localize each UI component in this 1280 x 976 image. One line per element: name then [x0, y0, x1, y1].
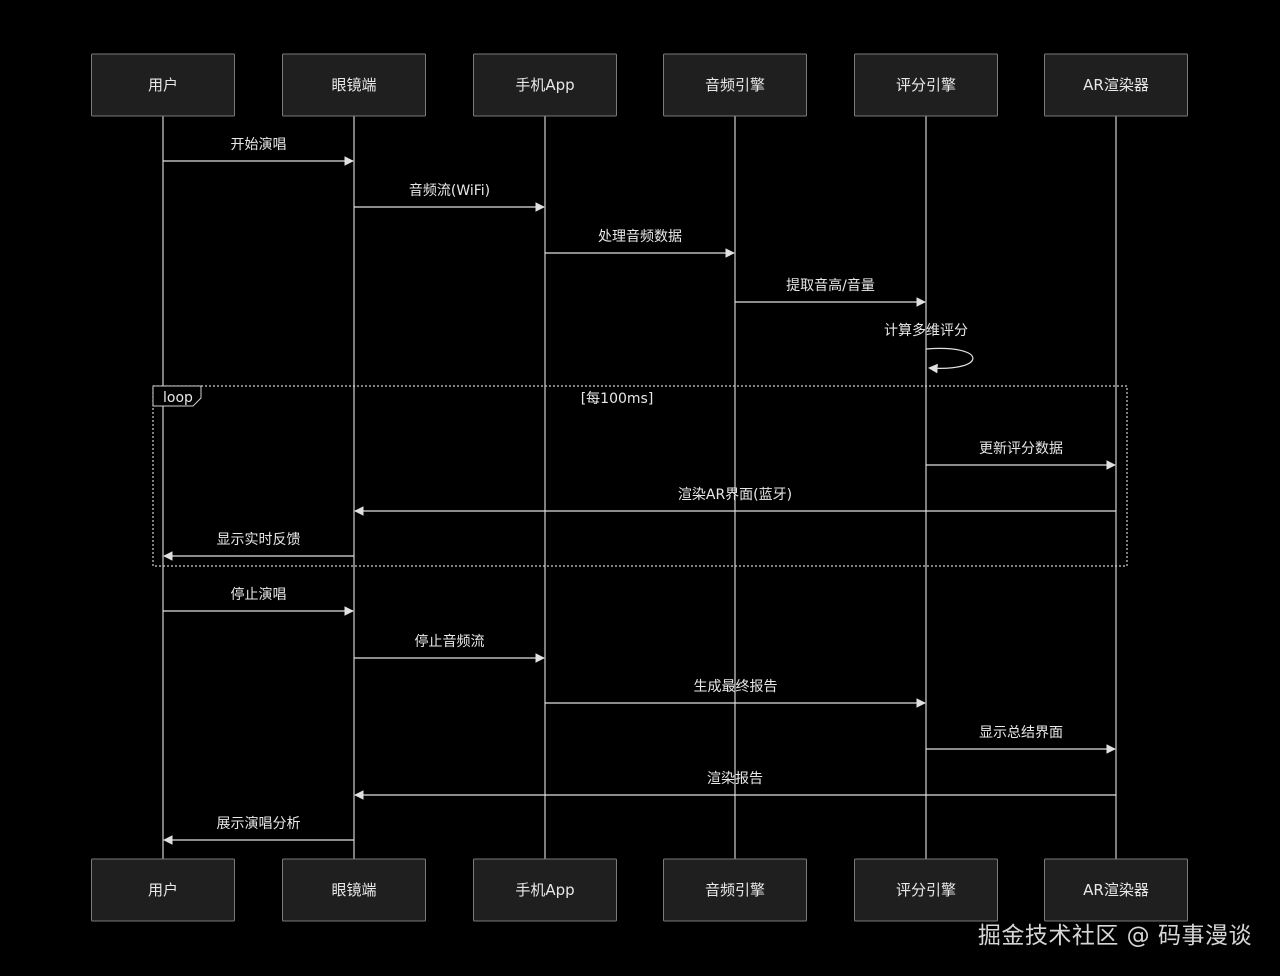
- actor-box-top-0: 用户: [91, 53, 235, 117]
- message-label: 音频流(WiFi): [409, 182, 490, 199]
- message-12: 渲染报告: [354, 771, 1116, 800]
- message-4: 计算多维评分: [884, 322, 974, 374]
- message-label: 显示实时反馈: [217, 532, 301, 548]
- actor-label: 手机App: [515, 881, 574, 899]
- message-11: 显示总结界面: [926, 725, 1116, 754]
- message-8: 停止演唱: [163, 586, 354, 616]
- loop-frame: [152, 385, 1128, 567]
- actor-label: 音频引擎: [705, 881, 765, 899]
- message-label: 提取音高/音量: [786, 277, 875, 294]
- message-label: 展示演唱分析: [217, 816, 301, 832]
- message-label: 生成最终报告: [694, 679, 778, 695]
- actor-box-rect: [854, 858, 998, 922]
- message-13: 展示演唱分析: [163, 816, 354, 845]
- message-label: 更新评分数据: [979, 441, 1063, 457]
- message-6: 渲染AR界面(蓝牙): [354, 487, 1116, 516]
- actor-box-rect: [473, 53, 617, 117]
- message-label: 开始演唱: [231, 137, 287, 153]
- message-label: 显示总结界面: [979, 725, 1063, 741]
- message-label: 停止音频流: [415, 633, 485, 650]
- message-7: 显示实时反馈: [163, 532, 354, 561]
- watermark: 掘金技术社区 @ 码事漫谈: [977, 923, 1252, 949]
- actor-box-rect: [91, 858, 235, 922]
- message-0: 开始演唱: [163, 137, 354, 166]
- actor-box-top-1: 眼镜端: [282, 53, 426, 117]
- actor-box-bottom-4: 评分引擎: [854, 858, 998, 922]
- actor-label: 眼镜端: [331, 76, 376, 94]
- actor-label: 评分引擎: [896, 881, 956, 899]
- message-1: 音频流(WiFi): [354, 182, 545, 212]
- actor-box-bottom-3: 音频引擎: [663, 858, 807, 922]
- actor-label: 用户: [148, 881, 178, 899]
- actor-box-rect: [91, 53, 235, 117]
- message-5: 更新评分数据: [926, 441, 1116, 470]
- actor-box-rect: [282, 53, 426, 117]
- message-label: 停止演唱: [231, 586, 287, 603]
- actor-label: AR渲染器: [1083, 76, 1149, 94]
- actor-box-top-4: 评分引擎: [854, 53, 998, 117]
- actor-box-bottom-2: 手机App: [473, 858, 617, 922]
- loop-tag-label: loop: [163, 390, 193, 406]
- actor-box-bottom-1: 眼镜端: [282, 858, 426, 922]
- message-label: 渲染报告: [707, 771, 763, 787]
- actor-label: 用户: [148, 76, 178, 94]
- actor-label: 评分引擎: [896, 76, 956, 94]
- actor-box-rect: [1044, 53, 1188, 117]
- actor-box-bottom-0: 用户: [91, 858, 235, 922]
- self-message-arrow: [925, 347, 974, 374]
- actor-box-rect: [282, 858, 426, 922]
- actor-label: 音频引擎: [705, 76, 765, 94]
- actor-box-rect: [854, 53, 998, 117]
- actor-box-rect: [1044, 858, 1188, 922]
- message-label: 处理音频数据: [598, 228, 682, 245]
- message-label: 计算多维评分: [884, 322, 968, 339]
- actor-box-rect: [663, 858, 807, 922]
- actor-label: 手机App: [515, 76, 574, 94]
- message-label: 渲染AR界面(蓝牙): [678, 487, 792, 503]
- actor-box-rect: [473, 858, 617, 922]
- actor-label: 眼镜端: [331, 881, 376, 899]
- loop-tag-box: [152, 385, 202, 407]
- message-2: 处理音频数据: [545, 228, 735, 258]
- message-10: 生成最终报告: [545, 679, 926, 708]
- actor-box-top-3: 音频引擎: [663, 53, 807, 117]
- actor-box-rect: [663, 53, 807, 117]
- message-3: 提取音高/音量: [735, 277, 926, 307]
- message-9: 停止音频流: [354, 633, 545, 663]
- loop-condition: [每100ms]: [581, 391, 654, 407]
- actor-box-top-2: 手机App: [473, 53, 617, 117]
- actor-label: AR渲染器: [1083, 881, 1149, 899]
- actor-box-bottom-5: AR渲染器: [1044, 858, 1188, 922]
- actor-box-top-5: AR渲染器: [1044, 53, 1188, 117]
